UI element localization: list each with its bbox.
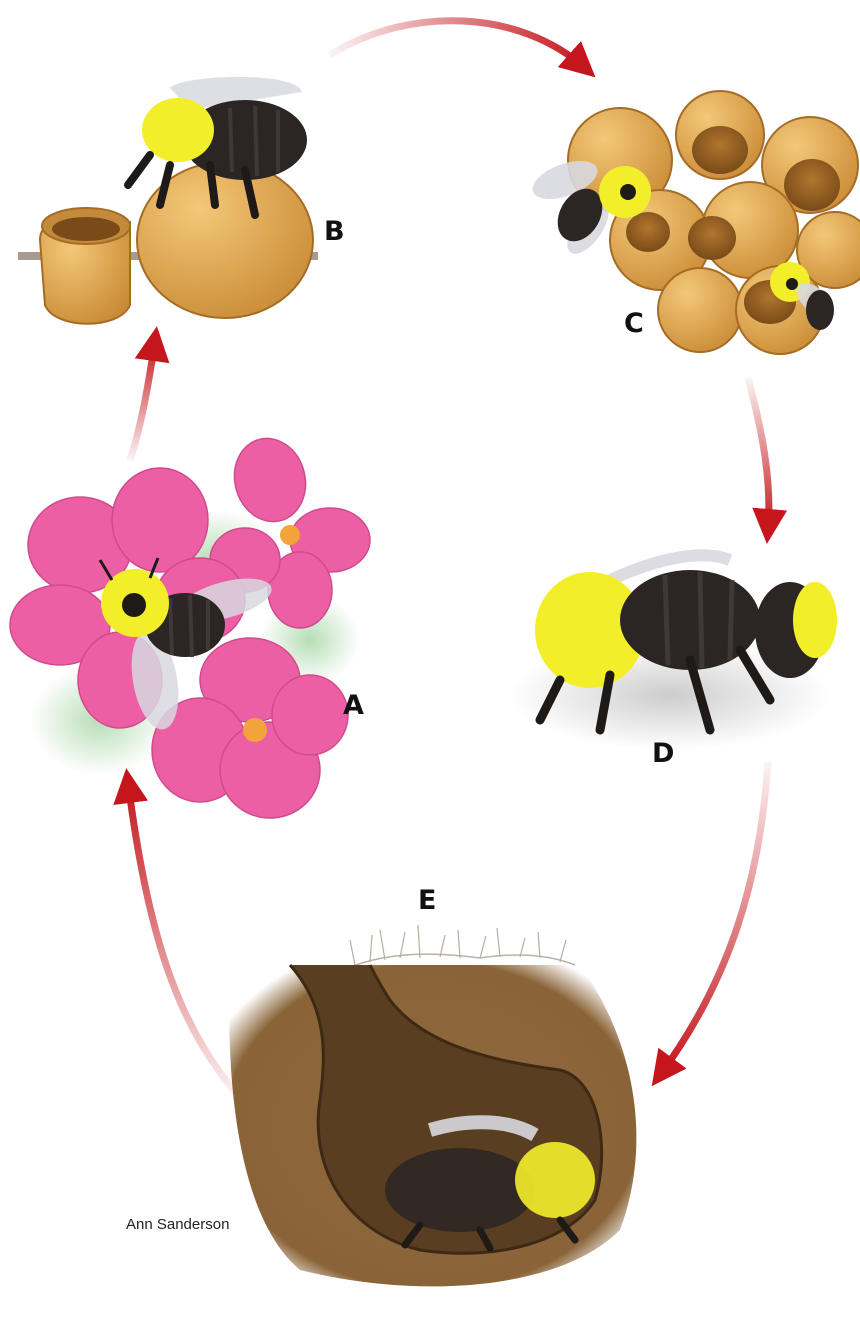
illustration-credit: Ann Sanderson [126,1216,229,1233]
stage-label-a: A [343,692,364,719]
stage-label-c: C [624,310,644,337]
stage-d-bee-on-ground [510,555,837,750]
arrow-b-to-c [330,21,585,68]
arrow-e-to-a [128,782,242,1100]
arrow-c-to-d [748,378,769,530]
arrow-d-to-e [660,762,768,1075]
stage-b-pollen-ball-and-honey-pot [18,77,318,324]
stage-label-e: E [418,887,436,914]
stage-e-burrow [229,925,636,1286]
stage-label-b: B [324,218,345,245]
stage-label-d: D [652,740,674,767]
arrow-a-to-b [130,340,155,460]
stage-c-wax-cells [528,91,860,354]
stage-a-flowers-and-bee [10,430,370,818]
